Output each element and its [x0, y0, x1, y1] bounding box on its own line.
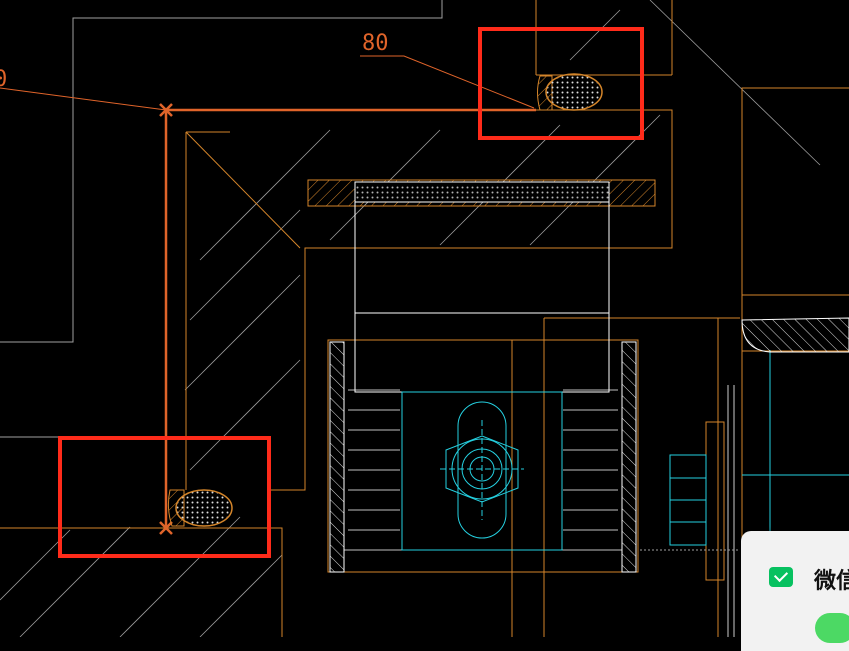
highlight-box-bottom — [58, 436, 271, 558]
compartment-lines — [344, 389, 622, 551]
gray-outline — [0, 0, 443, 438]
wechat-icon — [769, 567, 793, 587]
orange-structure — [0, 0, 849, 637]
wechat-notification[interactable]: 微信 — [741, 531, 849, 651]
right-profile — [727, 317, 849, 637]
backer-rod-top — [537, 73, 603, 111]
dimension-leaders — [0, 55, 535, 111]
dimension-label-partial: 0 — [0, 67, 7, 92]
dimension-label-80: 80 — [362, 31, 389, 56]
side-hatch-bands — [329, 341, 637, 573]
highlight-box-top — [478, 27, 644, 140]
chat-bubble-icon — [815, 613, 849, 643]
white-block — [354, 201, 610, 393]
cad-drawing: 80 0 — [0, 0, 849, 637]
backer-rod-bottom — [167, 489, 233, 527]
notification-title: 微信 — [814, 569, 849, 594]
